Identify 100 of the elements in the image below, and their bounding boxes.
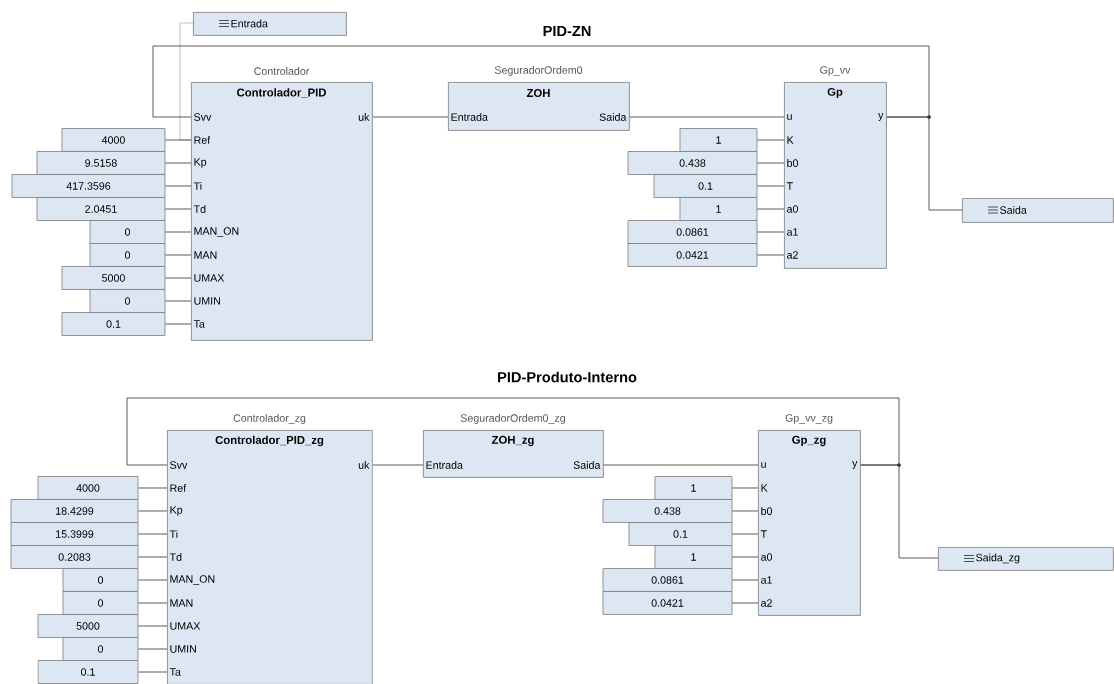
connector-line [138, 602, 168, 604]
connector-line [165, 300, 192, 302]
pin-label: Svv [170, 461, 188, 469]
pin-label: uk [358, 113, 370, 121]
connector-line [138, 579, 168, 581]
connector-line [732, 533, 759, 535]
pin-label: y [878, 113, 884, 121]
connector-line [732, 602, 759, 604]
constant-box: 15.3999 [10, 522, 139, 546]
pin-label: Kp [170, 506, 183, 516]
connector-line [138, 510, 168, 512]
connector-line [757, 208, 785, 210]
pin-label: uk [358, 461, 370, 469]
block-type-name: ZOH [526, 89, 550, 97]
connector-line [138, 625, 168, 627]
connector-line [165, 208, 192, 210]
pin-label: Saida [599, 113, 627, 121]
connector-line [372, 464, 424, 466]
constant-box: 0.1 [653, 174, 758, 198]
connector-line [165, 231, 192, 233]
pin-label: Entrada [426, 461, 463, 469]
variable-box: Saida_zg [938, 547, 1114, 571]
pin-label: MAN_ON [170, 575, 215, 585]
instance-name: Controlador_zg [233, 414, 306, 424]
pin-label: T [760, 530, 767, 538]
constant-box: 5000 [61, 266, 166, 290]
constant-box: 0.1 [628, 522, 733, 546]
connector-line [603, 464, 759, 466]
node-label: 0.1 [81, 668, 95, 676]
constant-box: 0.438 [602, 499, 733, 523]
pin-label: a2 [761, 599, 772, 607]
pin-label: Saida [573, 461, 601, 469]
constant-box: 0.0861 [602, 568, 733, 592]
block-type-name: Controlador_PID [237, 88, 326, 98]
pin-label: Ta [193, 320, 205, 328]
connector-line [732, 579, 759, 581]
connector-line [165, 162, 192, 164]
constant-box: 1 [679, 128, 758, 152]
instance-name: SeguradorOrdem0_zg [460, 414, 565, 424]
connector-line [179, 22, 194, 141]
pin-label: UMIN [194, 297, 220, 305]
instance-name: Gp_vv [820, 66, 851, 76]
constant-box: 5000 [37, 614, 139, 638]
constant-box: 417.3596 [11, 174, 166, 198]
pin-label: u [761, 462, 766, 468]
section-title: PID-Produto-Interno [498, 371, 637, 383]
connector-line [372, 116, 449, 118]
constant-box: 0.1 [61, 312, 166, 336]
connector-line [757, 185, 785, 187]
constant-box: 0 [89, 289, 166, 313]
constant-box: 0 [62, 591, 139, 615]
connector-line [165, 277, 192, 279]
pin-label: Td [193, 205, 206, 213]
variable-box: Entrada [193, 12, 347, 36]
pin-label: Ti [169, 530, 178, 538]
pin-label: Svv [194, 113, 212, 121]
constant-box: 0.0421 [627, 243, 758, 267]
constant-box: 0.2083 [10, 545, 139, 569]
pin-label: a0 [787, 205, 799, 213]
pin-label: K [761, 484, 768, 492]
block-type-name: Gp [827, 87, 843, 99]
pin-label: MAN [194, 251, 217, 259]
connector-line [138, 671, 168, 673]
connector-line [138, 556, 168, 558]
instance-name: Controlador [254, 67, 310, 75]
constant-box: 0 [62, 637, 139, 661]
constant-box: 0 [89, 243, 166, 267]
connector-line [732, 510, 759, 512]
pin-label: u [787, 114, 792, 120]
pin-label: MAN_ON [194, 227, 239, 237]
constant-box: 18.4299 [10, 499, 139, 523]
connector-line [732, 487, 759, 489]
connector-line [152, 45, 930, 118]
connector-line [757, 162, 785, 164]
constant-box: 0.1 [37, 660, 139, 684]
pin-label: a1 [761, 576, 772, 584]
pin-label: Kp [194, 158, 207, 168]
pin-label: a1 [787, 228, 798, 236]
constant-box: 0.0861 [627, 220, 758, 244]
pin-label: Entrada [451, 113, 488, 121]
pin-label: b0 [761, 507, 773, 515]
constant-box: 4000 [61, 128, 166, 152]
constant-box: 0.0421 [602, 591, 733, 615]
connector-line [165, 139, 192, 141]
connector-line [165, 254, 192, 256]
instance-name: Gp_vv_zg [785, 414, 833, 424]
pin-label: b0 [787, 159, 799, 167]
pin-label: K [787, 136, 794, 144]
pin-label: UMAX [170, 622, 201, 630]
pin-label: y [852, 461, 858, 469]
constant-box: 0 [89, 220, 166, 244]
block-type-name: Controlador_PID_zg [215, 435, 324, 447]
pin-label: T [786, 182, 793, 190]
pin-label: UMIN [170, 645, 196, 653]
instance-name: SeguradorOrdem0 [494, 66, 583, 76]
constant-box: 0 [62, 568, 139, 592]
constant-box: 1 [679, 197, 758, 221]
connector-line [138, 487, 168, 489]
connector-line [165, 323, 192, 325]
pin-label: MAN [170, 599, 193, 607]
